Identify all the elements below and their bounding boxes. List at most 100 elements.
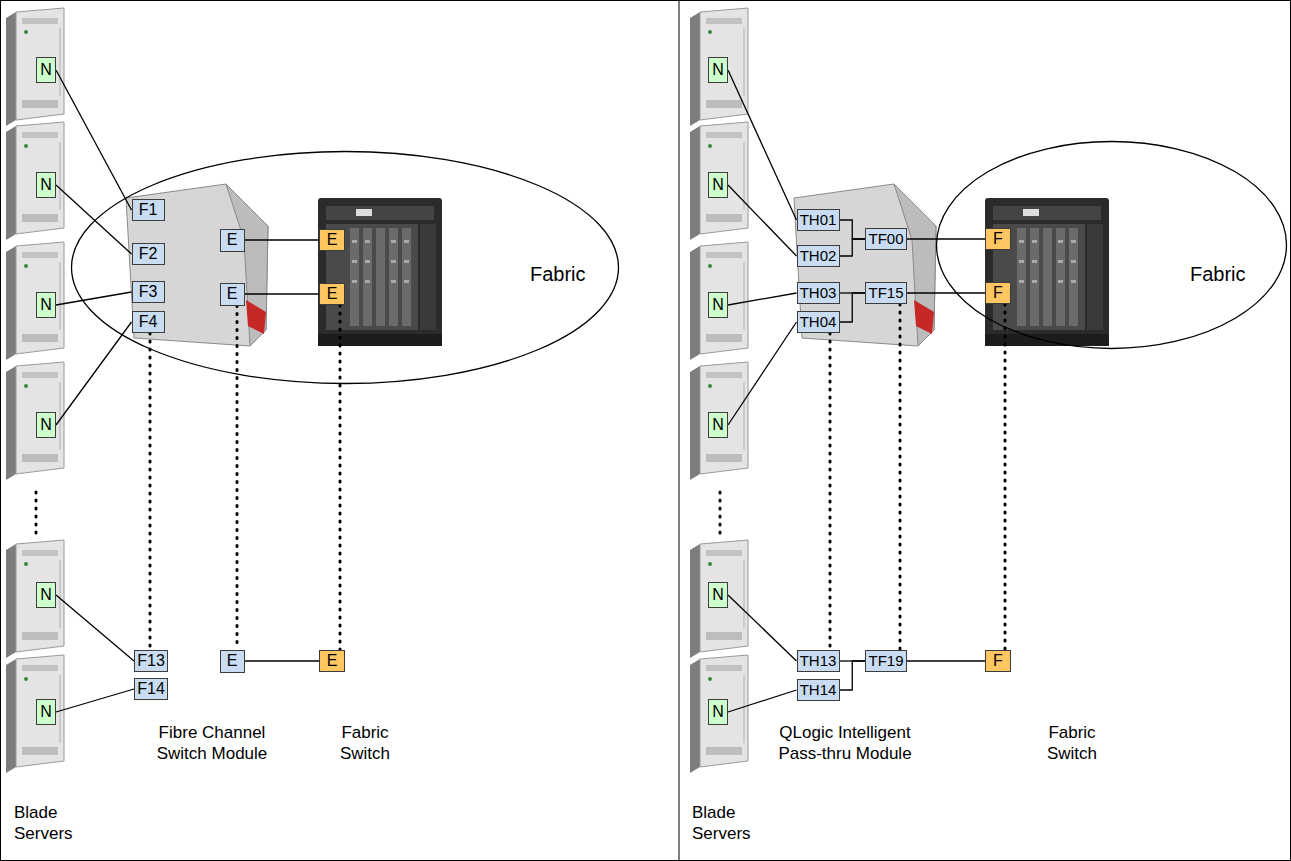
port-label: TF19	[868, 652, 903, 670]
th-port-box: TH03	[797, 282, 840, 304]
port-label: TF00	[868, 230, 903, 248]
fc-link	[907, 238, 985, 239]
switch-module	[126, 184, 268, 346]
th-port-box: TH04	[797, 311, 840, 333]
th-port-box: TH01	[797, 209, 840, 231]
blade-server	[690, 540, 748, 658]
blade-server	[690, 8, 748, 126]
fc-link	[728, 690, 797, 712]
fc-link	[56, 595, 134, 661]
caption-label: QLogic Intelligent Pass-thru Module	[765, 722, 925, 765]
fc-link	[907, 292, 985, 293]
f-port-box: F3	[132, 281, 165, 303]
fc-link	[840, 293, 866, 322]
tf-port-box: TF15	[865, 282, 907, 304]
n-port-box: N	[708, 292, 728, 318]
f-port-box: F1	[132, 199, 165, 221]
port-label: N	[712, 415, 724, 434]
port-label: F2	[139, 244, 158, 263]
fc-link	[840, 220, 866, 239]
fc-link	[840, 661, 866, 690]
port-label: F	[993, 229, 1003, 248]
port-label: F	[993, 283, 1003, 302]
fc-link	[728, 70, 797, 220]
tf-port-box: TF19	[865, 650, 907, 672]
port-label: TH03	[800, 284, 837, 302]
n-port-box: N	[708, 699, 728, 725]
switch-f-port: F	[985, 228, 1011, 250]
blade-server	[690, 655, 748, 773]
switch-e-port: E	[319, 650, 345, 672]
f-port-box: F2	[132, 243, 165, 265]
port-label: F4	[139, 312, 158, 331]
continuation-link	[1004, 304, 1007, 650]
port-label: E	[327, 230, 338, 249]
port-label: F	[993, 651, 1003, 670]
port-label: TF15	[868, 284, 903, 302]
port-label: N	[40, 702, 52, 721]
fabric-switch	[318, 198, 442, 346]
n-port-box: N	[36, 582, 56, 608]
n-port-box: N	[708, 172, 728, 198]
switch-f-port: F	[985, 650, 1011, 672]
blade-server	[6, 655, 64, 773]
continuation-link	[149, 333, 152, 650]
th-port-box: TH13	[797, 650, 840, 672]
n-port-box: N	[708, 57, 728, 83]
panel-divider	[679, 0, 680, 861]
fc-link	[728, 322, 797, 425]
continuation-dots	[719, 492, 722, 536]
caption-label: Fabric Switch	[325, 722, 405, 765]
fc-link	[728, 185, 797, 256]
port-label: N	[40, 585, 52, 604]
switch-e-port: E	[319, 283, 345, 305]
region-label: Fabric	[530, 262, 586, 286]
port-label: N	[712, 295, 724, 314]
th-port-box: TH14	[797, 679, 840, 701]
caption-label: Blade Servers	[14, 802, 89, 845]
port-label: E	[327, 651, 338, 670]
fc-link	[56, 322, 132, 425]
port-label: N	[40, 175, 52, 194]
continuation-dots	[35, 492, 38, 536]
fc-link	[245, 293, 320, 294]
switch-f-port: F	[985, 282, 1011, 304]
continuation-link	[899, 304, 902, 650]
fabric-switch	[985, 198, 1109, 346]
port-label: N	[40, 60, 52, 79]
f-port-box: F14	[134, 678, 168, 700]
n-port-box: N	[36, 172, 56, 198]
port-label: TH04	[800, 313, 837, 331]
fc-link	[56, 292, 132, 305]
port-label: N	[712, 702, 724, 721]
continuation-link	[829, 333, 832, 650]
port-label: N	[40, 295, 52, 314]
port-label: TH13	[800, 652, 837, 670]
blade-server	[690, 242, 748, 360]
port-label: E	[227, 284, 238, 303]
fc-link	[840, 239, 866, 256]
port-label: F14	[137, 679, 165, 698]
continuation-link	[236, 306, 239, 650]
port-label: N	[712, 585, 724, 604]
switch-e-port: E	[319, 229, 345, 251]
n-port-box: N	[708, 412, 728, 438]
region-label: Fabric	[1190, 262, 1246, 286]
caption-label: Fibre Channel Switch Module	[137, 722, 287, 765]
f-port-box: F13	[134, 650, 168, 672]
fc-link	[245, 660, 320, 661]
ellipse-outline	[937, 142, 1287, 349]
blade-server	[6, 242, 64, 360]
blade-server	[6, 122, 64, 240]
caption-label: Blade Servers	[692, 802, 767, 845]
port-label: F13	[137, 651, 165, 670]
blade-server	[6, 8, 64, 126]
port-label: F1	[139, 200, 158, 219]
port-label: N	[40, 415, 52, 434]
blade-server	[6, 362, 64, 480]
fc-link	[56, 689, 134, 712]
n-port-box: N	[36, 699, 56, 725]
caption-label: Fabric Switch	[1032, 722, 1112, 765]
